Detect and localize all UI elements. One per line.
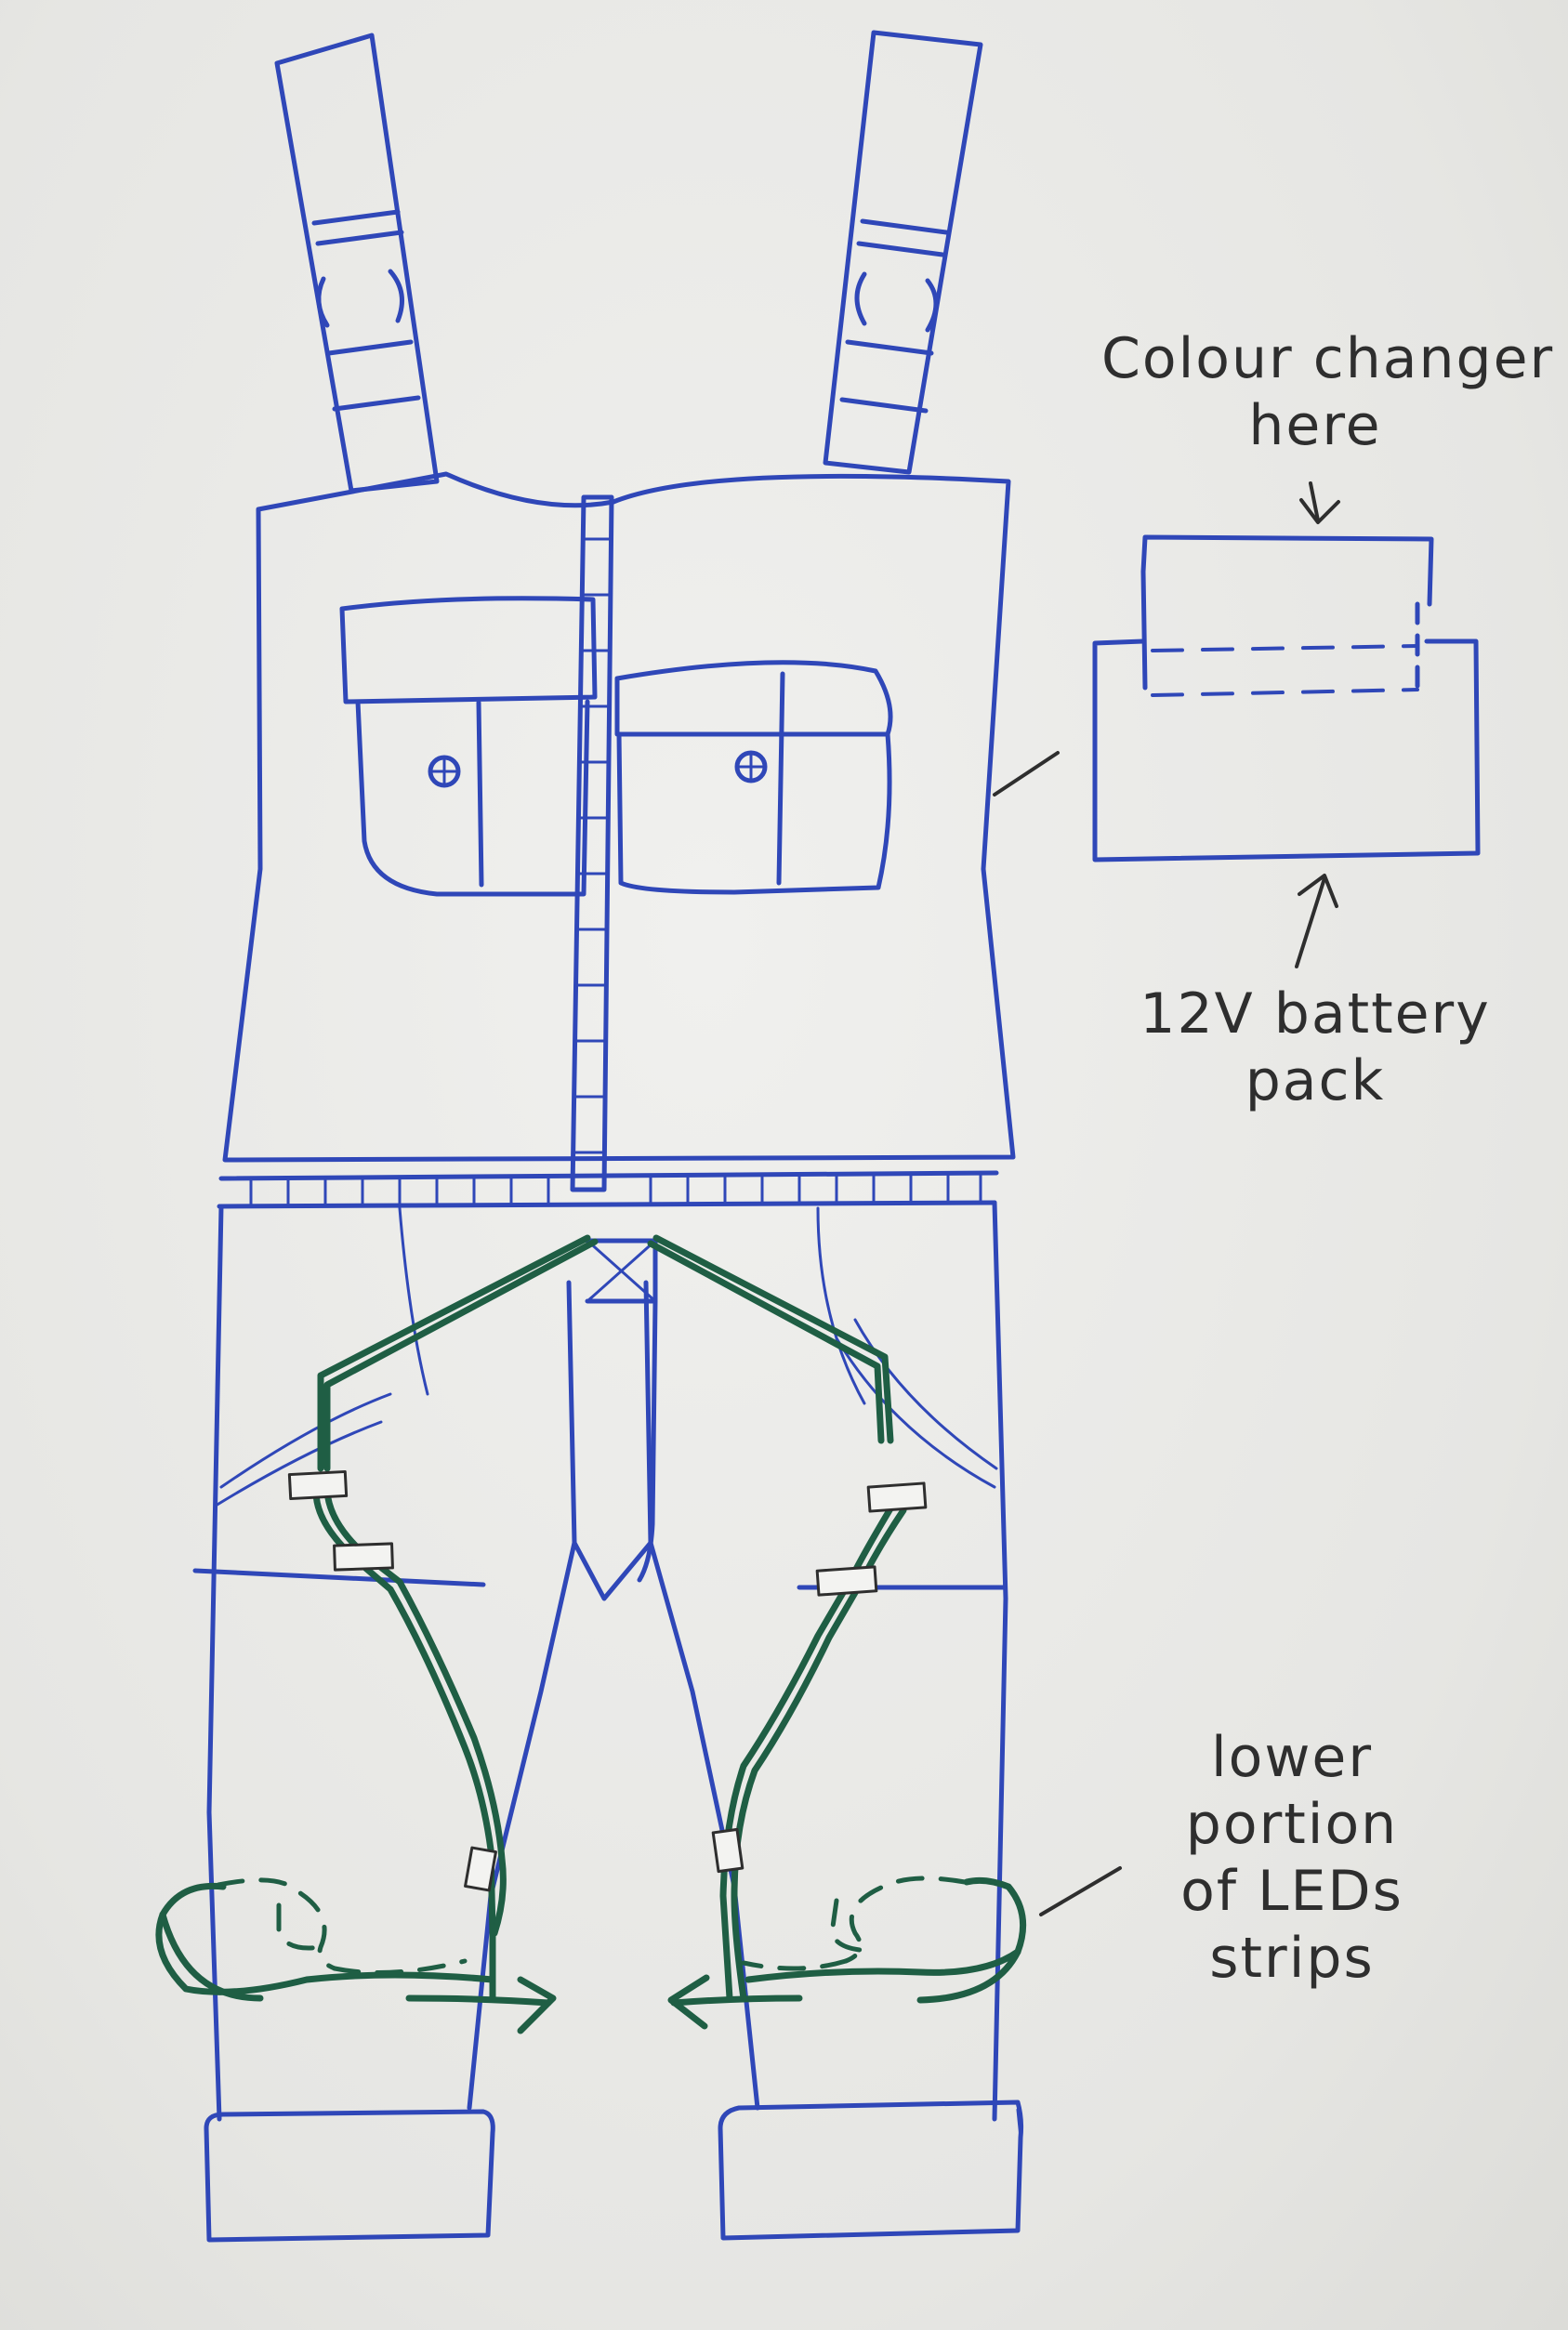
battery-pack-line-2: pack: [1101, 1047, 1529, 1114]
led-strips-line-3: of LEDs: [1097, 1858, 1487, 1925]
led-strips: [159, 1238, 1023, 2031]
led-strips-line-4: strips: [1097, 1925, 1487, 1992]
led-strips-line-1: lower: [1097, 1724, 1487, 1791]
trousers: [195, 1203, 1021, 2240]
led-connectors: [289, 1471, 925, 1889]
battery-pack-line-1: 12V battery: [1101, 981, 1529, 1047]
waistband: [219, 1173, 996, 1206]
left-strap: [277, 35, 437, 491]
battery-pack-label: 12V battery pack: [1101, 981, 1529, 1114]
colour-changer-line-2: here: [1101, 392, 1529, 459]
led-strips-label: lower portion of LEDs strips: [1097, 1724, 1487, 1992]
annotation-arrows: [995, 483, 1338, 1915]
led-strips-hidden: [218, 1878, 965, 1973]
led-strips-line-2: portion: [1097, 1791, 1487, 1858]
colour-changer-label: Colour changer here: [1101, 325, 1529, 459]
bib: [225, 474, 1013, 1190]
colour-changer-line-1: Colour changer: [1101, 325, 1529, 392]
battery-pack-box: [1095, 537, 1478, 860]
right-strap: [825, 33, 981, 472]
